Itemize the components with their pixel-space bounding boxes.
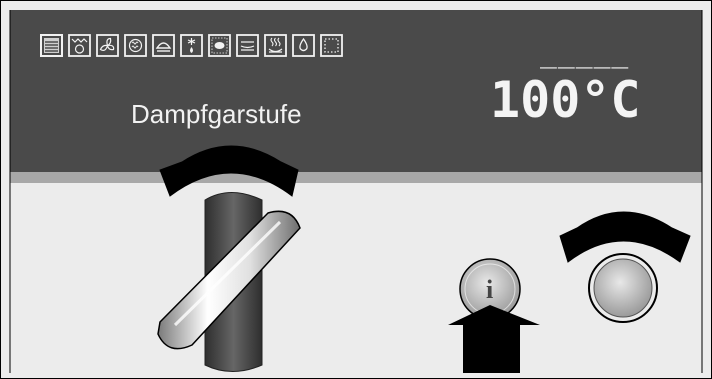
grill-icon[interactable] — [208, 34, 231, 57]
lower-panel — [10, 183, 702, 373]
left-rotation-arrow — [159, 145, 299, 197]
descaling-drop-icon[interactable] — [292, 34, 315, 57]
mode-icon-row — [40, 34, 343, 57]
defrost-icon[interactable] — [180, 34, 203, 57]
intensive-bake-icon[interactable] — [236, 34, 259, 57]
temperature-readout: 100°C — [490, 71, 641, 129]
mode-label: Dampfgarstufe — [131, 99, 302, 129]
right-rotation-arrow — [559, 211, 691, 263]
panel-stripe — [10, 172, 702, 183]
temperature-knob[interactable] — [588, 253, 658, 323]
press-arrow — [448, 305, 540, 373]
fan-heat-icon[interactable] — [96, 34, 119, 57]
circulating-air-icon[interactable] — [124, 34, 147, 57]
dash-line: _____ — [540, 36, 629, 70]
top-bottom-heat-icon[interactable] — [40, 34, 63, 57]
bottom-heat-icon[interactable] — [152, 34, 175, 57]
dotted-square-icon[interactable] — [320, 34, 343, 57]
info-button-label: i — [486, 275, 493, 304]
fan-grill-icon[interactable] — [68, 34, 91, 57]
selector-knob[interactable] — [157, 210, 301, 350]
steam-icon[interactable] — [264, 34, 287, 57]
